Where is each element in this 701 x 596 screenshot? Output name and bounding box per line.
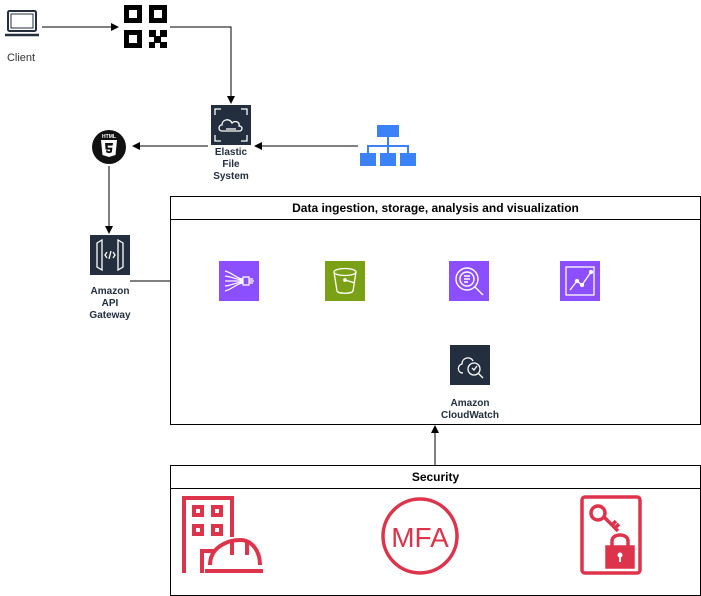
organization-building-icon <box>182 496 263 573</box>
api-gateway-label: Amazon API Gateway <box>89 286 131 321</box>
data-pipeline-group-title: Data ingestion, storage, analysis and vi… <box>171 197 700 220</box>
cloudwatch-icon <box>450 345 490 385</box>
s3-bucket-icon <box>325 261 365 301</box>
efs-node[interactable] <box>211 105 251 145</box>
s3-node[interactable] <box>325 261 365 301</box>
qr-node[interactable] <box>123 4 168 49</box>
firehose-node[interactable] <box>219 261 259 301</box>
edge-qr-to-efs <box>170 26 235 104</box>
key-vault-node[interactable] <box>580 495 642 575</box>
network-node[interactable] <box>360 125 416 167</box>
key-vault-icon <box>580 495 642 575</box>
html5-icon: HTML <box>92 130 126 164</box>
mfa-node[interactable]: MFA <box>380 496 460 576</box>
cloudwatch-label: Amazon CloudWatch <box>441 398 499 421</box>
network-hierarchy-icon <box>360 125 416 166</box>
html5-node[interactable]: HTML <box>91 127 127 165</box>
security-group-title: Security <box>171 466 700 489</box>
client-node[interactable] <box>4 9 40 49</box>
efs-label: Elastic File System <box>213 147 249 182</box>
data-pipeline-group: Data ingestion, storage, analysis and vi… <box>170 196 701 425</box>
elastic-file-system-icon <box>211 105 251 145</box>
analytics-search-icon <box>449 261 489 301</box>
client-label: Client <box>6 52 36 64</box>
cloudwatch-node[interactable] <box>450 345 490 385</box>
kinesis-firehose-icon <box>219 261 259 301</box>
qr-code-icon <box>124 5 167 48</box>
mfa-label: MFA <box>391 522 449 553</box>
api-gateway-node[interactable] <box>90 235 130 275</box>
svg-text:HTML: HTML <box>102 134 116 140</box>
quicksight-chart-icon <box>560 261 600 301</box>
api-gateway-icon <box>90 235 130 275</box>
visualization-node[interactable] <box>560 261 600 301</box>
security-building-node[interactable] <box>180 495 264 575</box>
analytics-node[interactable] <box>449 261 489 301</box>
mfa-token-icon: MFA <box>381 497 459 575</box>
desktop-client-icon <box>5 10 39 37</box>
